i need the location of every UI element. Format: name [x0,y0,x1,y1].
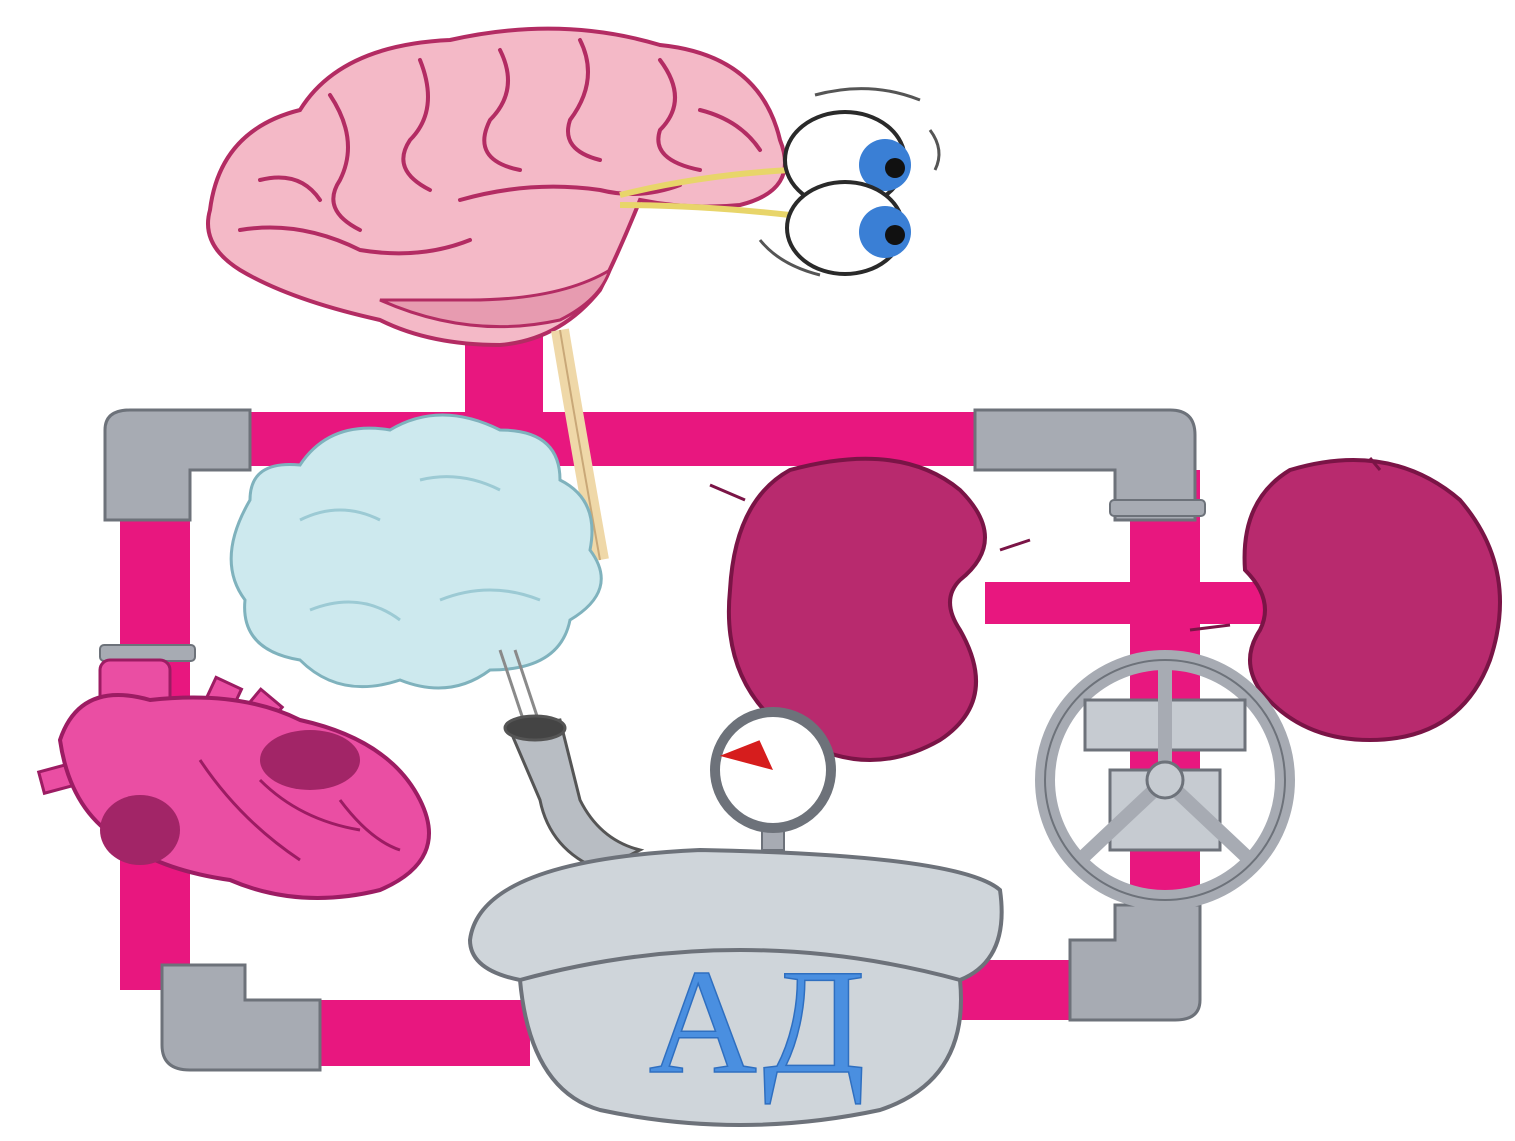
lungs-icon [231,415,601,740]
pipe-joint-top-left [105,410,250,520]
pipe-joint-bottom-right [1070,905,1200,1020]
pressure-gauge-icon [715,712,831,850]
tank-label: АД [649,939,872,1105]
eyes-icon [760,89,939,275]
heart-icon [39,660,429,898]
pipe-joint-bottom-left [162,965,320,1070]
